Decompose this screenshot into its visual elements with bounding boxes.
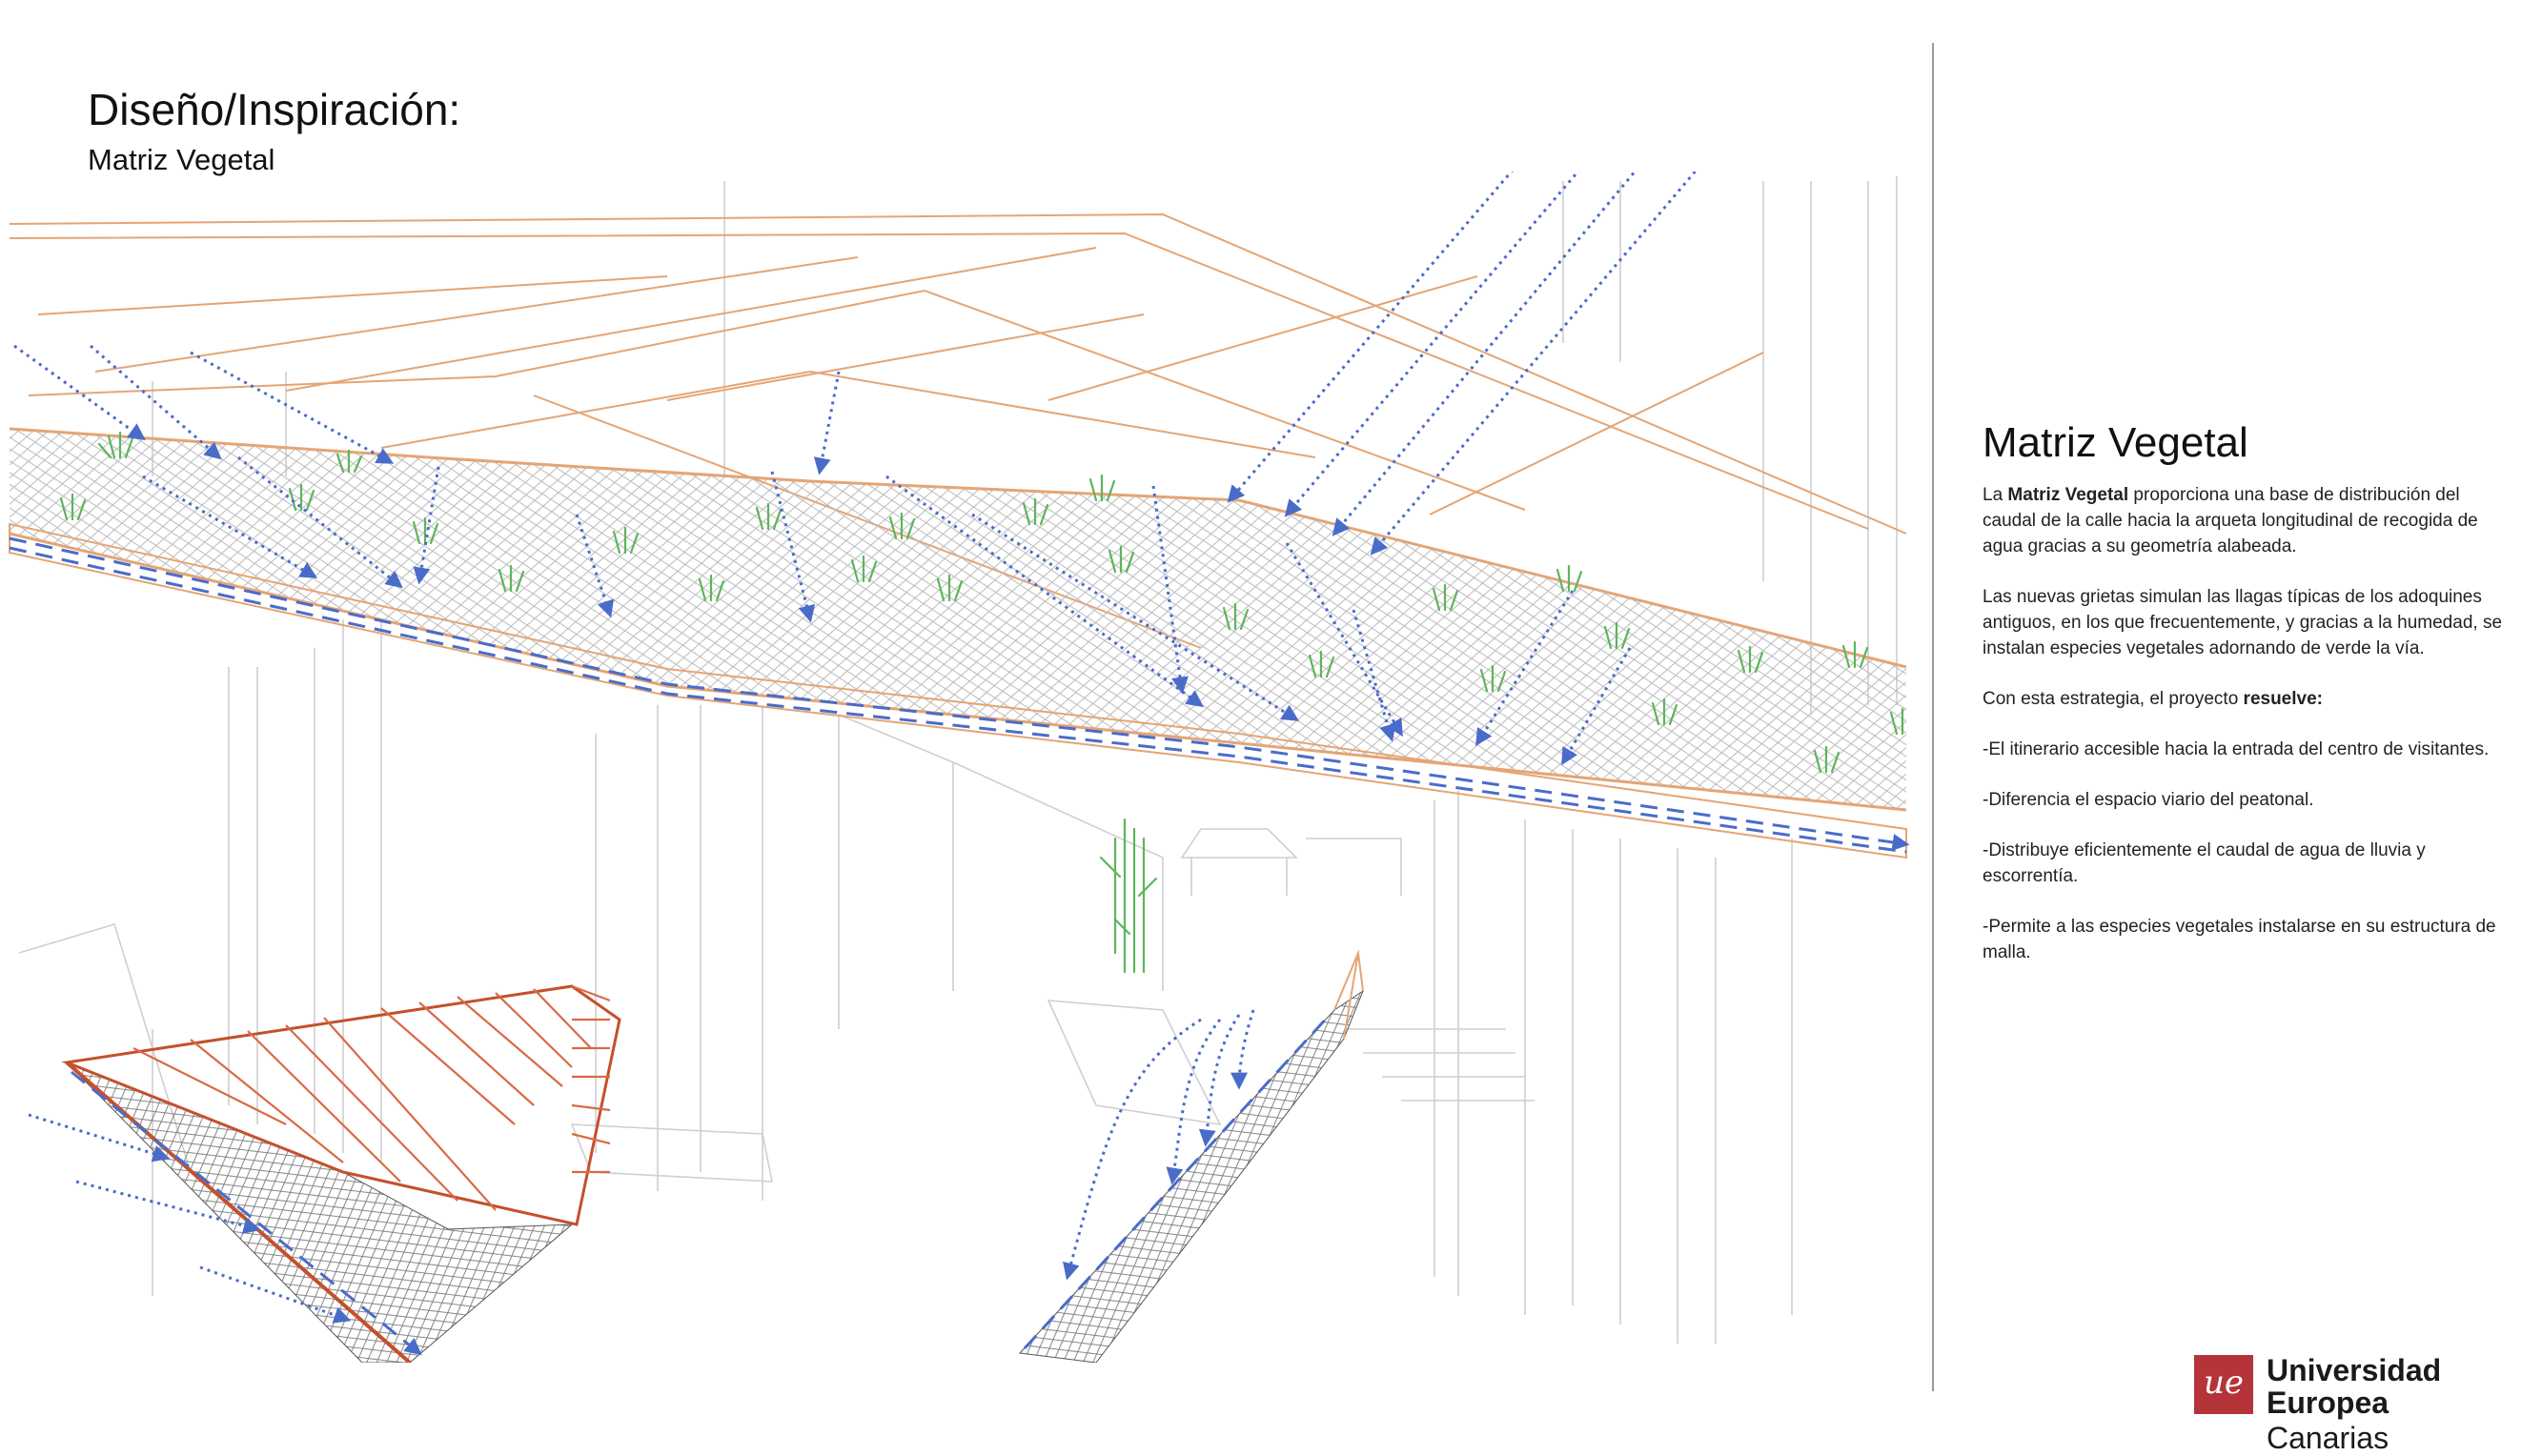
flow-arrows-upper xyxy=(13,172,1698,766)
panel-heading: Matriz Vegetal xyxy=(1983,419,2248,466)
logo-line1: Universidad xyxy=(2267,1353,2442,1387)
plant-tufts xyxy=(59,431,1904,974)
lower-left-structure xyxy=(28,984,621,1363)
list-item: -El itinerario accesible hacia la entrad… xyxy=(1983,739,2490,759)
page-subtitle: Matriz Vegetal xyxy=(88,143,275,176)
ue-logo-icon: ue xyxy=(2194,1355,2253,1414)
building-sketch xyxy=(18,176,1898,1344)
paragraph-strategy: Con esta estrategia, el proyecto resuelv… xyxy=(1983,689,2323,709)
roof-frame xyxy=(9,212,1907,649)
mesh-band xyxy=(9,427,1910,859)
matriz-vegetal-illustration xyxy=(9,172,1910,1363)
list-item: -Distribuye eficientemente el caudal de … xyxy=(1983,840,2426,886)
paragraph-cracks: Las nuevas grietas simulan las llagas tí… xyxy=(1983,587,2503,658)
list-item: -Diferencia el espacio viario del peaton… xyxy=(1983,790,2314,810)
logo-line2: Europea Canarias xyxy=(2267,1385,2389,1455)
university-logo: ue Universidad Europea Canarias xyxy=(2194,1353,2518,1455)
page-title: Diseño/Inspiración: xyxy=(88,85,461,134)
list-item: -Permite a las especies vegetales instal… xyxy=(1983,917,2496,962)
strategy-bold: resuelve: xyxy=(2243,689,2323,709)
paragraph-intro: La Matriz Vegetal proporciona una base d… xyxy=(1983,485,2478,556)
intro-bold: Matriz Vegetal xyxy=(2007,485,2129,505)
vertical-divider xyxy=(1932,43,1934,1391)
description-panel: Matriz Vegetal La Matriz Vegetal proporc… xyxy=(1983,419,2516,990)
lower-right-ramp xyxy=(1018,949,1365,1363)
